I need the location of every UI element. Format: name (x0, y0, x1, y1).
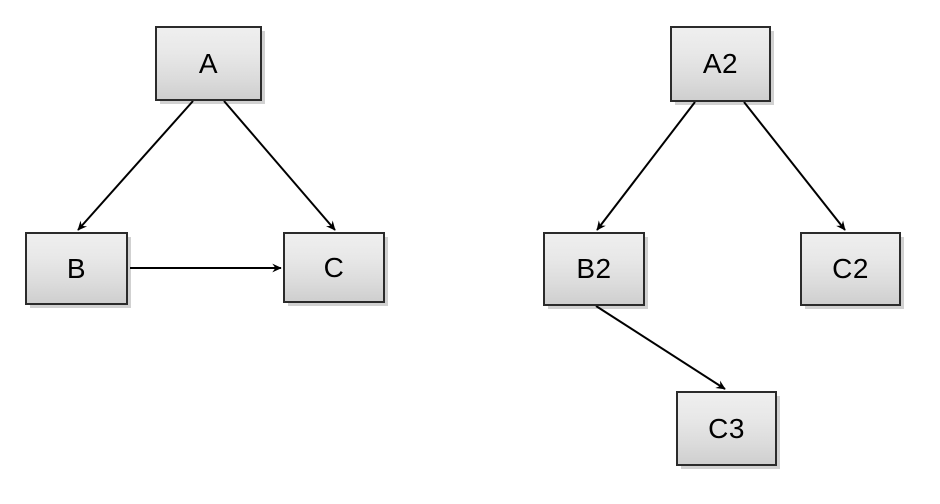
node-a[interactable]: A (155, 26, 262, 101)
edge-a-to-b[interactable] (77, 100, 194, 231)
node-c3[interactable]: C3 (676, 391, 777, 466)
node-label-c3: C3 (708, 412, 745, 444)
node-label-c: C (323, 251, 345, 283)
node-label-a: A (198, 47, 219, 79)
edge-a2-to-c2[interactable] (743, 101, 846, 231)
edge-a2-to-b2[interactable] (596, 101, 696, 231)
node-label-b: B (66, 252, 87, 284)
node-label-a2: A2 (702, 48, 739, 79)
node-c[interactable]: C (283, 232, 385, 303)
node-label-c2: C2 (832, 253, 869, 284)
node-c2[interactable]: C2 (800, 232, 901, 306)
edge-b2-to-c3[interactable] (595, 305, 726, 390)
edges-group (77, 100, 846, 390)
node-b[interactable]: B (25, 232, 128, 305)
node-a2[interactable]: A2 (670, 26, 771, 102)
node-label-b2: B2 (576, 253, 612, 284)
edge-a-to-c[interactable] (223, 100, 336, 231)
node-b2[interactable]: B2 (543, 232, 645, 306)
